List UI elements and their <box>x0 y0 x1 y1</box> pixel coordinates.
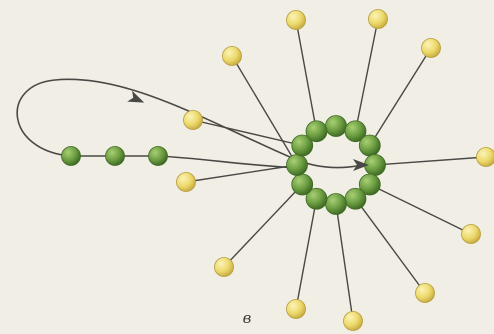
green-ring-bead <box>344 120 367 143</box>
green-ring-bead <box>291 134 314 157</box>
loop-arrow <box>127 90 145 103</box>
spoke-thread <box>295 19 318 132</box>
yellow-spoke-bead <box>286 10 306 30</box>
green-strand-bead <box>61 146 81 166</box>
arrowhead-icon <box>353 159 369 171</box>
yellow-spoke-bead <box>286 299 306 319</box>
yellow-spoke-bead <box>183 110 203 130</box>
green-strand-bead <box>148 146 168 166</box>
yellow-spoke-bead <box>343 311 363 331</box>
bead-layer <box>61 9 494 331</box>
green-strand-bead <box>105 146 125 166</box>
green-ring-bead <box>305 187 328 210</box>
green-ring-bead <box>344 187 367 210</box>
yellow-spoke-bead <box>214 257 234 277</box>
spoke-thread <box>295 198 318 310</box>
spoke-thread <box>192 119 303 147</box>
spoke-thread <box>223 184 303 268</box>
strand-thread <box>70 155 301 169</box>
ring-center-arrow <box>353 159 369 171</box>
spoke-thread <box>185 164 298 183</box>
spoke-thread <box>354 18 379 132</box>
green-ring-bead <box>305 120 328 143</box>
green-ring-bead <box>358 173 381 196</box>
green-ring-bead <box>291 173 314 196</box>
figure-caption: в <box>242 309 252 327</box>
spoke-thread <box>335 203 354 322</box>
arrow-layer <box>127 90 369 171</box>
green-ring-bead <box>358 134 381 157</box>
spoke-thread <box>369 183 472 235</box>
yellow-spoke-bead <box>461 224 481 244</box>
yellow-spoke-bead <box>415 283 435 303</box>
yellow-spoke-bead <box>222 46 242 66</box>
yellow-spoke-bead <box>368 9 388 29</box>
spoke-thread <box>369 47 432 146</box>
loop-thread <box>16 78 363 169</box>
green-ring-bead <box>325 115 347 137</box>
thread-layer <box>16 18 487 322</box>
green-ring-bead <box>286 154 308 176</box>
spoke-thread <box>231 55 298 166</box>
green-ring-bead <box>325 193 347 215</box>
spoke-thread <box>374 156 487 166</box>
yellow-spoke-bead <box>476 147 494 167</box>
arrowhead-icon <box>127 90 145 103</box>
yellow-spoke-bead <box>421 38 441 58</box>
spoke-thread <box>354 198 426 294</box>
yellow-spoke-bead <box>176 172 196 192</box>
